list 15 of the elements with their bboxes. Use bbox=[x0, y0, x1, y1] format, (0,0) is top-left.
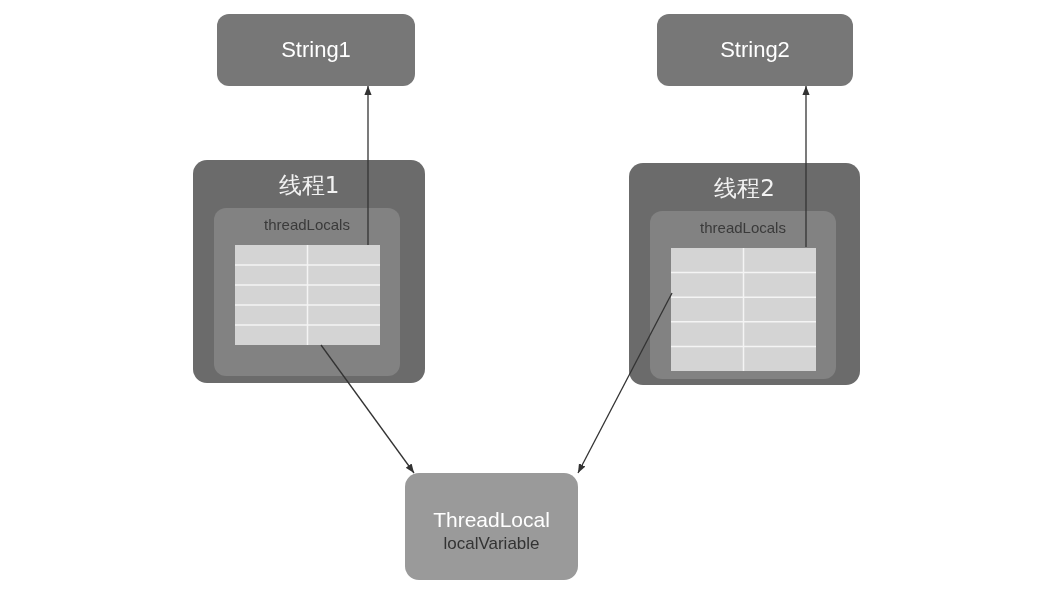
thread-box: 线程2 threadLocals bbox=[629, 163, 860, 385]
table-drawing bbox=[671, 248, 816, 371]
variable-name: localVariable bbox=[443, 533, 540, 554]
arrow bbox=[364, 85, 372, 246]
thread-locals-box: threadLocals bbox=[650, 211, 836, 379]
string-box: String1 bbox=[217, 14, 415, 86]
arrow bbox=[802, 85, 810, 248]
table-drawing bbox=[235, 245, 380, 345]
class-name: ThreadLocal bbox=[433, 507, 550, 532]
thread-box: 线程1 threadLocals bbox=[193, 160, 425, 383]
string-box: String2 bbox=[657, 14, 853, 86]
arrow bbox=[577, 292, 673, 474]
thread-locals-box: threadLocals bbox=[214, 208, 400, 376]
thread-local-box bbox=[405, 473, 578, 580]
arrow bbox=[320, 344, 415, 474]
